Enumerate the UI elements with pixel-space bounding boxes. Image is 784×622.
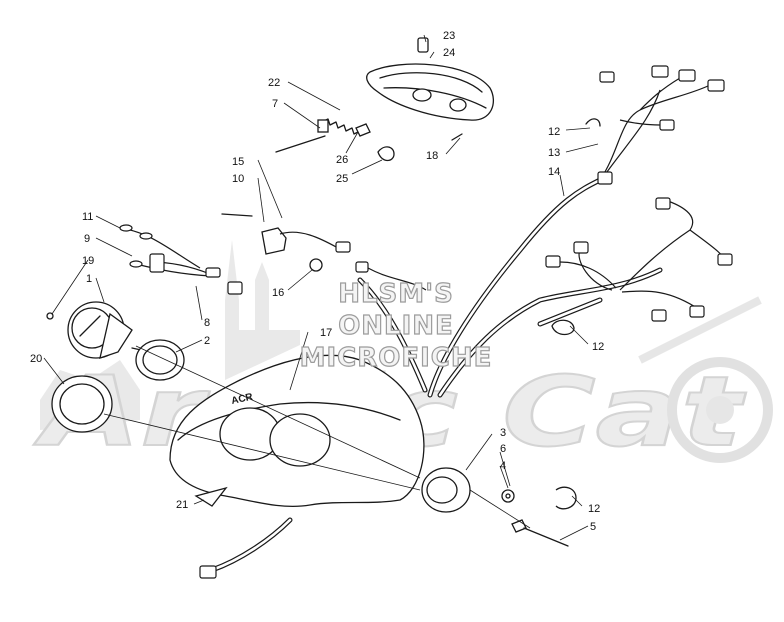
leader-lines <box>43 34 599 541</box>
callout-23: 23 <box>443 30 455 42</box>
connector-i <box>545 255 561 268</box>
nut <box>309 258 323 272</box>
callout-19: 19 <box>82 255 94 267</box>
connector-g <box>655 197 671 210</box>
connector-j <box>573 241 589 254</box>
headlight-assembly <box>275 37 494 162</box>
callout-8: 8 <box>204 317 210 329</box>
callout-12-top: 12 <box>548 126 560 138</box>
connector-c <box>678 69 696 82</box>
grommet <box>377 146 395 162</box>
callout-21: 21 <box>176 499 188 511</box>
callout-17: 17 <box>320 327 332 339</box>
motorbike-silhouette <box>638 296 773 463</box>
bulb-socket-screw <box>451 133 463 141</box>
bracket-assembly <box>221 213 427 291</box>
watermark-line-1: HLSM'S <box>338 279 454 309</box>
connector-b <box>651 65 669 78</box>
connector-h <box>717 253 733 266</box>
callout-24: 24 <box>443 47 455 59</box>
callout-2: 2 <box>204 335 210 347</box>
watermark-line-3: MICROFICHE <box>300 343 493 373</box>
connector-a <box>599 71 615 83</box>
fairing-decal-text: ACR <box>230 392 254 407</box>
callout-12-mid: 12 <box>592 341 604 353</box>
callout-11: 11 <box>82 211 93 223</box>
tachometer-assembly <box>421 467 577 547</box>
connector-f <box>597 171 613 185</box>
bulb-clip <box>417 37 429 53</box>
connector-k <box>651 309 667 322</box>
gauge-opening-right <box>269 413 331 467</box>
callout-3: 3 <box>500 427 506 439</box>
connector-d <box>707 79 725 92</box>
callout-6: 6 <box>500 443 506 455</box>
callout-25: 25 <box>336 173 348 185</box>
connector-e <box>659 119 675 131</box>
clip-ring <box>555 486 577 510</box>
warning-decal <box>194 486 228 507</box>
callout-20: 20 <box>30 353 42 365</box>
callout-4: 4 <box>500 460 506 472</box>
callout-16: 16 <box>272 287 284 299</box>
cable-ferrule <box>511 519 527 533</box>
callout-26: 26 <box>336 154 348 166</box>
adjusting-screw <box>275 135 326 153</box>
callout-13: 13 <box>548 147 560 159</box>
harness-grommet <box>551 319 575 336</box>
harness-clip-top <box>585 118 601 127</box>
callout-10: 10 <box>232 173 244 185</box>
callout-7: 7 <box>272 98 278 110</box>
callout-14: 14 <box>548 166 560 178</box>
callout-5: 5 <box>590 521 596 533</box>
bracket-bolt <box>221 213 253 217</box>
adjusting-spring <box>321 118 361 135</box>
watermark-line-2: ONLINE <box>338 311 454 341</box>
watermark-text: HLSM'S ONLINE MICROFICHE <box>299 278 493 373</box>
callout-22: 22 <box>268 77 280 89</box>
callouts: 23 24 22 7 26 25 18 12 13 14 15 10 16 11… <box>30 30 604 533</box>
main-harness <box>357 65 733 398</box>
gauge-connector <box>227 281 243 295</box>
callout-18: 18 <box>426 150 438 162</box>
callout-12-low: 12 <box>588 503 600 515</box>
mounting-bracket <box>261 227 287 255</box>
callout-1: 1 <box>86 273 92 285</box>
fairing-connector <box>199 565 217 579</box>
callout-15: 15 <box>232 156 244 168</box>
instrument-panel: ACR <box>169 354 425 579</box>
connector-l <box>689 305 705 318</box>
callout-9: 9 <box>84 233 90 245</box>
pivot-bushing <box>355 123 371 137</box>
speedo-cable <box>523 527 569 547</box>
